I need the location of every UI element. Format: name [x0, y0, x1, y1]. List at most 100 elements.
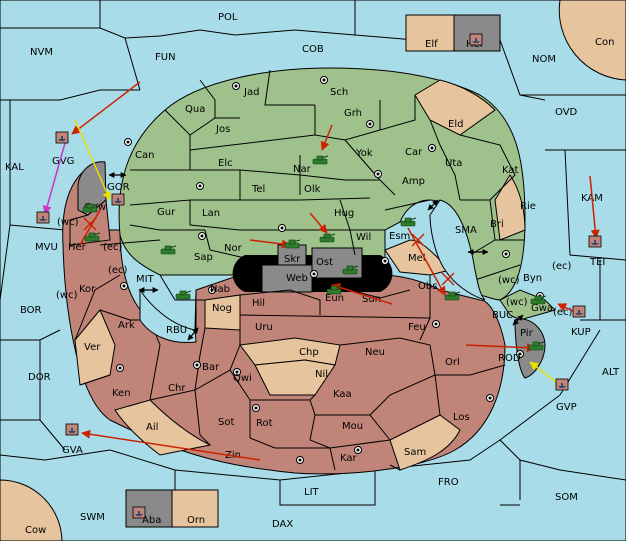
label-sap: Sap: [194, 252, 213, 263]
supply-center-dot: [322, 78, 326, 82]
supply-center-dot: [504, 252, 508, 256]
label-grh: Grh: [344, 108, 362, 119]
label-buc: BUC: [492, 310, 513, 321]
label-pir: Pir: [520, 328, 534, 339]
label-fro: FRO: [438, 477, 459, 488]
province-web-shape[interactable]: [261, 264, 313, 293]
label-rod: ROD: [498, 353, 521, 364]
supply-center-dot: [430, 146, 434, 150]
order-arrow: [589, 175, 600, 239]
fleet-unit-icon[interactable]: [65, 423, 79, 436]
province-rie-shape[interactable]: [494, 174, 526, 241]
label-qwi: Qwi: [233, 373, 252, 384]
supply-center-dot: [434, 322, 438, 326]
label-obs: Obs: [418, 281, 437, 292]
province-sam-shape[interactable]: [389, 414, 461, 471]
army-unit-icon[interactable]: [530, 295, 547, 305]
order-arrow: [529, 361, 561, 386]
label-yok: Yok: [355, 148, 373, 159]
fleet-unit-icon[interactable]: [55, 131, 69, 144]
fleet-unit-icon[interactable]: [469, 33, 483, 46]
supply-center-dot: [280, 226, 284, 230]
province-con-shape[interactable]: [558, 0, 626, 81]
army-unit-icon[interactable]: [342, 265, 359, 275]
army-unit-icon[interactable]: [175, 290, 192, 300]
label-mit: MIT: [136, 274, 155, 285]
label-jos: Jos: [215, 124, 230, 135]
label-kaa: Kaa: [333, 389, 352, 400]
label-ovd: OVD: [555, 107, 578, 118]
label-sma: SMA: [455, 225, 477, 236]
order-arrow: [71, 81, 141, 135]
supply-center-dot: [312, 272, 316, 276]
army-unit-icon[interactable]: [400, 217, 417, 227]
supply-center-dot: [356, 448, 360, 452]
label-ec-kor: (ec): [108, 265, 128, 276]
label-nor: Nor: [224, 243, 243, 254]
cancel-mark: [441, 272, 455, 286]
army-unit-icon[interactable]: [284, 239, 301, 249]
label-gwa: Gwa: [531, 303, 553, 314]
label-hug: Hug: [334, 208, 354, 219]
province-eld-shape[interactable]: [414, 79, 496, 136]
label-mou: Mou: [342, 421, 363, 432]
label-mvu: MVU: [35, 242, 58, 253]
army-unit-icon[interactable]: [528, 341, 545, 351]
province-elf-shape[interactable]: [405, 14, 455, 52]
army-unit-icon[interactable]: [319, 233, 336, 243]
province-mel-shape[interactable]: [384, 239, 451, 276]
order-arrow: [74, 119, 111, 201]
label-orn: Orn: [187, 515, 205, 526]
label-kal: KAL: [5, 162, 24, 173]
order-arrow: [320, 124, 333, 151]
label-elf: Elf: [425, 39, 438, 50]
province-orn-shape[interactable]: [171, 489, 219, 528]
army-unit-icon[interactable]: [444, 291, 461, 301]
label-rbu: RBU: [166, 325, 187, 336]
province-gwa-shape[interactable]: [499, 289, 556, 321]
label-olk: Olk: [304, 184, 321, 195]
label-kup: KUP: [571, 327, 591, 338]
fleet-unit-icon[interactable]: [555, 378, 569, 391]
army-unit-icon[interactable]: [312, 155, 329, 165]
label-car: Car: [405, 147, 423, 158]
label-skr: Skr: [284, 254, 301, 265]
label-ec-gwa: (ec): [553, 307, 573, 318]
fleet-unit-icon[interactable]: [588, 235, 602, 248]
fleet-unit-icon[interactable]: [572, 305, 586, 318]
fleet-unit-icon[interactable]: [132, 506, 146, 519]
supply-center-dot: [488, 396, 492, 400]
label-byn: Byn: [523, 273, 542, 284]
supply-center-dot: [368, 122, 372, 126]
label-chp: Chp: [299, 347, 319, 358]
label-uta: Uta: [445, 158, 462, 169]
fleet-unit-icon[interactable]: [36, 211, 50, 224]
supply-center-dot: [235, 370, 239, 374]
label-wc-gaw: (wc): [57, 217, 79, 228]
label-feu: Feu: [408, 322, 426, 333]
sea-rbu-shape: [139, 288, 197, 344]
fleet-unit-icon[interactable]: [111, 193, 125, 206]
passage-arrows: [108, 172, 524, 341]
supply-center-dot: [126, 140, 130, 144]
label-cob: COB: [302, 44, 324, 55]
label-wc-kor: (wc): [56, 290, 78, 301]
supply-center-dot: [198, 184, 202, 188]
order-arrow: [309, 212, 328, 234]
province-ver-shape[interactable]: [74, 309, 116, 386]
province-nil-shape[interactable]: [254, 359, 336, 396]
army-unit-icon[interactable]: [326, 285, 343, 295]
label-chr: Chr: [168, 383, 186, 394]
label-kar: Kar: [340, 453, 358, 464]
label-nab: Nab: [210, 284, 230, 295]
label-gur: Gur: [157, 207, 176, 218]
army-unit-icon[interactable]: [82, 203, 99, 213]
label-bar: Bar: [202, 362, 220, 373]
province-cow-shape[interactable]: [0, 479, 63, 541]
army-unit-icon[interactable]: [160, 245, 177, 255]
army-unit-icon[interactable]: [84, 232, 101, 242]
order-arrow: [465, 343, 536, 353]
label-lit: LIT: [304, 487, 320, 498]
label-dax: DAX: [272, 519, 293, 530]
